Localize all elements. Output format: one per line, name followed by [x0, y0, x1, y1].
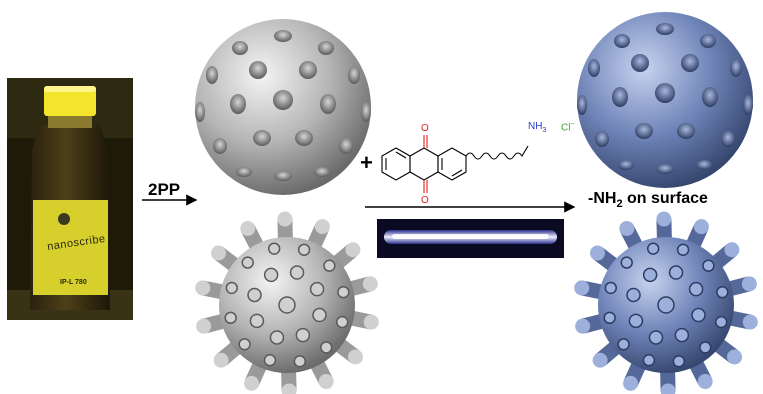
- pillar-cap: [238, 338, 251, 351]
- pillar-cap: [247, 287, 262, 303]
- pillar-cap: [628, 313, 644, 329]
- porous-sphere-coated: [577, 12, 753, 188]
- pillar-cap: [309, 281, 325, 297]
- pillar-tip: [742, 314, 758, 330]
- resin-bottle-photo: [7, 78, 133, 320]
- pillar-cap: [699, 341, 712, 354]
- pillar-tip: [195, 280, 211, 296]
- spiky-sphere-coated: [574, 211, 758, 394]
- pillar-cap: [626, 287, 641, 303]
- pillar-cap: [336, 315, 349, 329]
- pillar-tip: [619, 220, 635, 236]
- pillar-cap: [249, 313, 265, 329]
- pillar-tip: [727, 349, 743, 365]
- pillar-cap: [241, 256, 254, 269]
- pillar-cap: [688, 281, 704, 297]
- pillar-cap: [267, 242, 281, 255]
- pillar-cap: [702, 259, 715, 272]
- pillar-cap: [668, 265, 684, 280]
- bottle-label: [33, 200, 108, 295]
- pillar-tip: [575, 318, 591, 334]
- pillar-cap: [676, 243, 690, 256]
- pillar-cap: [620, 256, 633, 269]
- pillar-tip: [244, 375, 260, 391]
- pillar-cap: [225, 281, 238, 295]
- pillar-cap: [320, 341, 333, 354]
- pillar-cap: [323, 259, 336, 272]
- pillar-tip: [697, 374, 713, 390]
- pillar-tip: [363, 314, 379, 330]
- pillar-tip: [196, 318, 212, 334]
- uv-lamp: [377, 219, 564, 258]
- pillar-tip: [656, 211, 672, 227]
- pillar-tip: [345, 242, 361, 258]
- pillar-tip: [660, 383, 676, 394]
- pillar-cap: [278, 296, 296, 314]
- pillar-cap: [293, 355, 307, 368]
- anthraquinone-amine-molecule: [381, 135, 529, 193]
- pillar-cap: [691, 307, 706, 323]
- pillar-cap: [263, 267, 279, 283]
- process-label-2pp: 2PP: [148, 180, 181, 199]
- pillar-tip: [348, 349, 364, 365]
- pillar-cap: [289, 265, 305, 280]
- pillar-tip: [362, 276, 378, 292]
- porous-sphere-uncoated: [195, 19, 371, 195]
- pillar-cap: [297, 243, 311, 256]
- pillar-tip: [281, 383, 297, 394]
- pillar-cap: [295, 327, 311, 343]
- pillar-cap: [263, 354, 277, 367]
- bottle-product-code: IP-L 780: [60, 279, 87, 286]
- amine-group-label: NH3: [528, 121, 547, 134]
- pillar-cap: [224, 311, 237, 325]
- pillar-tip: [724, 242, 740, 258]
- bottle-cap-icon: [44, 86, 96, 116]
- pillar-cap: [672, 355, 686, 368]
- pillar-tip: [623, 375, 639, 391]
- pillar-cap: [617, 338, 630, 351]
- pillar-cap: [642, 267, 658, 283]
- pillar-tip: [277, 211, 293, 227]
- carbonyl-oxygen-top: O: [421, 123, 429, 134]
- plus-sign: +: [360, 150, 373, 175]
- pillar-cap: [716, 285, 729, 299]
- pillar-cap: [603, 311, 616, 325]
- pillar-tip: [574, 280, 590, 296]
- chloride-counterion-label: Cl−: [561, 121, 575, 134]
- pillar-cap: [604, 281, 617, 295]
- pillar-tip: [210, 245, 226, 261]
- pillar-cap: [674, 327, 690, 343]
- pillar-cap: [642, 354, 656, 367]
- brand-logo-icon: [58, 213, 70, 225]
- pillar-tip: [592, 352, 608, 368]
- pillar-cap: [657, 296, 675, 314]
- carbonyl-oxygen-bottom: O: [421, 195, 429, 206]
- pillar-cap: [646, 242, 660, 255]
- pillar-tip: [589, 245, 605, 261]
- pillar-cap: [312, 307, 327, 323]
- spiky-sphere-uncoated: [195, 211, 379, 394]
- pillar-tip: [240, 220, 256, 236]
- pillar-tip: [318, 374, 334, 390]
- pillar-cap: [648, 330, 664, 345]
- pillar-cap: [269, 330, 285, 345]
- pillar-cap: [337, 285, 350, 299]
- pillar-tip: [693, 219, 709, 235]
- pillar-tip: [213, 352, 229, 368]
- surface-amine-label: -NH2 on surface: [588, 190, 708, 211]
- pillar-tip: [741, 276, 757, 292]
- pillar-tip: [314, 219, 330, 235]
- pillar-cap: [715, 315, 728, 329]
